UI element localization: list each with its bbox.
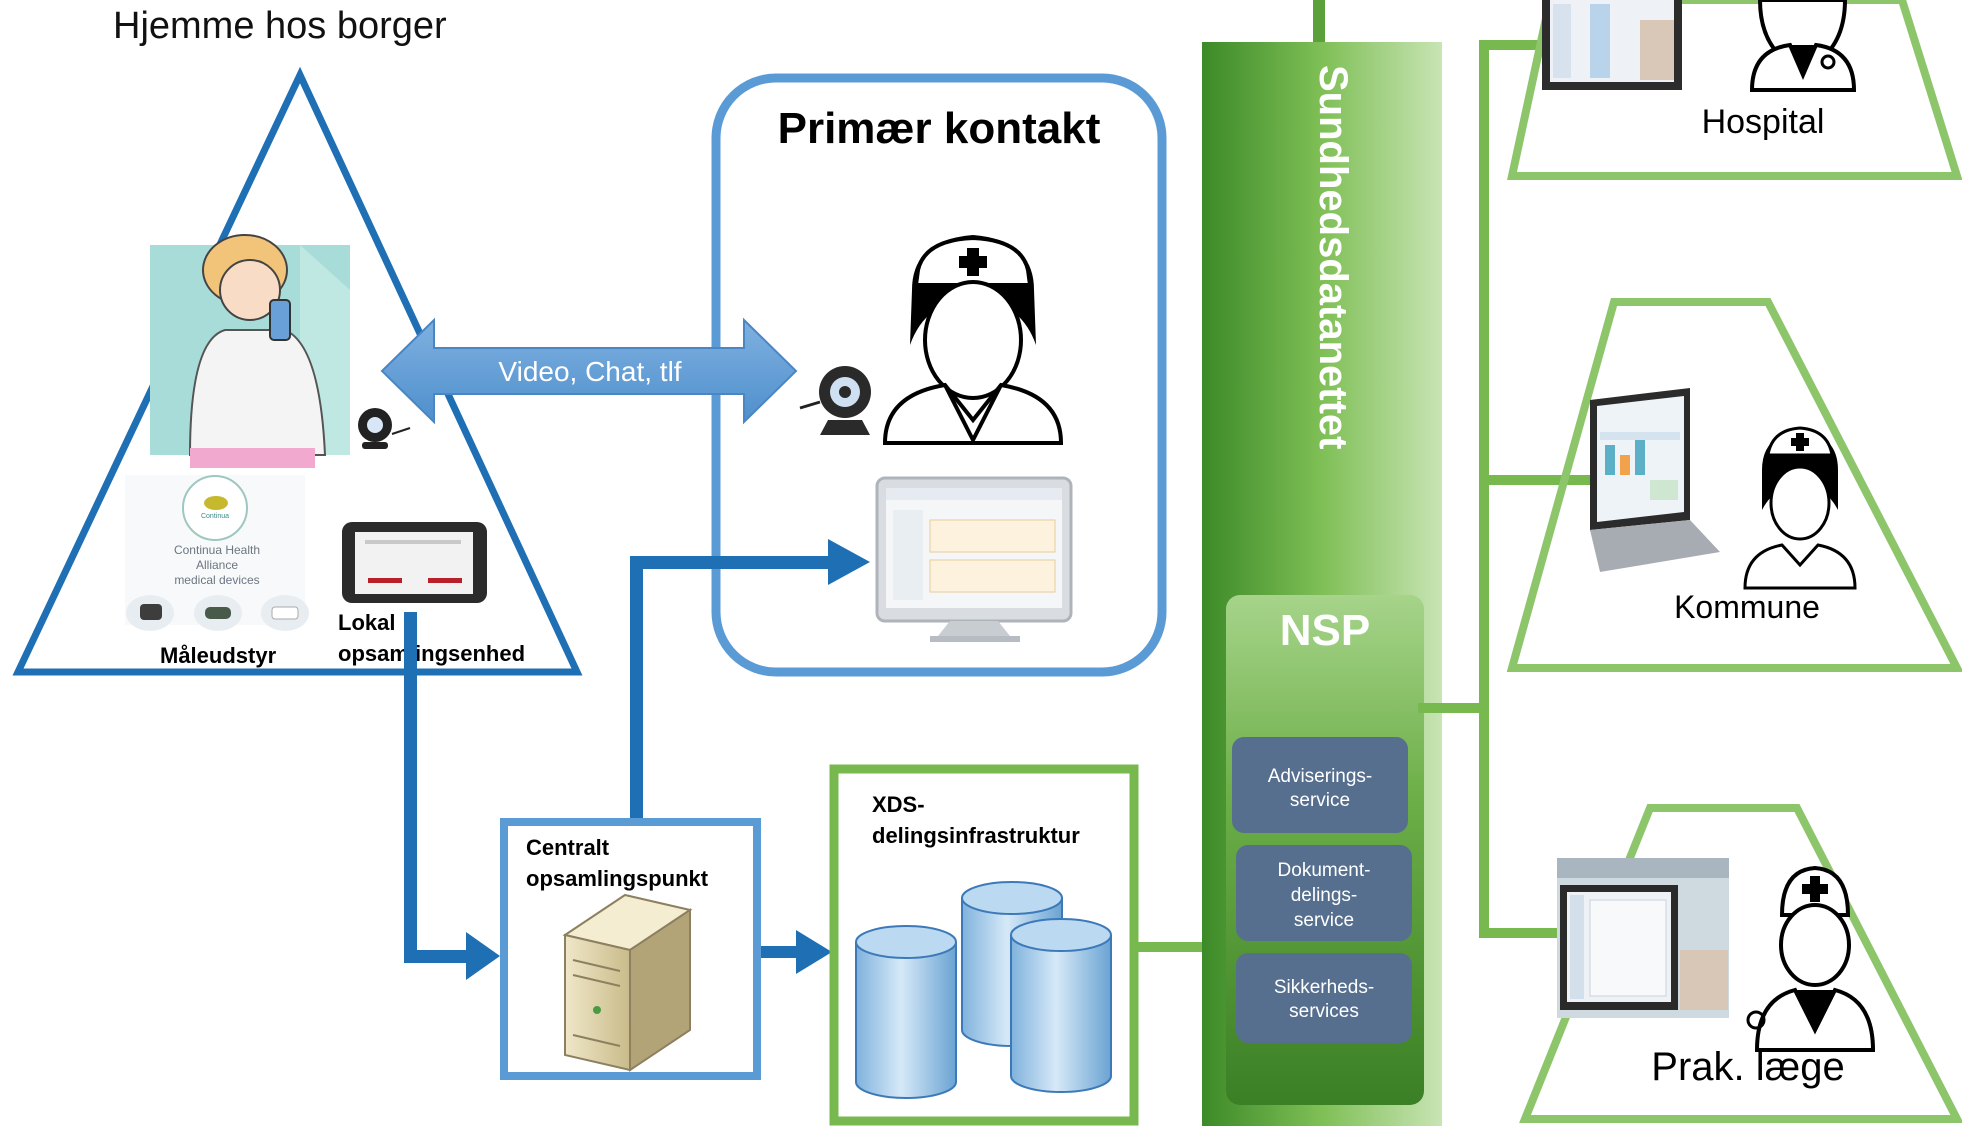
xds-line1: XDS- bbox=[872, 792, 925, 817]
continua-line1: Continua Health bbox=[174, 543, 260, 557]
network-top-connector bbox=[1313, 0, 1325, 44]
laptop-icon bbox=[1590, 388, 1720, 572]
doctor-icon bbox=[1749, 0, 1857, 92]
continua-logo-icon: Continua Continua Health Alliance medica… bbox=[125, 475, 309, 631]
webcam-icon bbox=[358, 408, 411, 449]
central-line2: opsamlingspunkt bbox=[526, 866, 709, 891]
service-3-line2: services bbox=[1289, 1001, 1359, 1022]
nsp-label: NSP bbox=[1280, 606, 1370, 655]
continua-line3: medical devices bbox=[174, 573, 259, 587]
doctor-icon bbox=[1746, 865, 1876, 1052]
nurse-icon bbox=[1743, 426, 1857, 590]
arrow-label: Video, Chat, tlf bbox=[498, 356, 681, 387]
continua-logo-text: Continua bbox=[201, 513, 229, 520]
webcam-icon bbox=[799, 366, 871, 435]
database-icon bbox=[855, 881, 1112, 1099]
service-3-line1: Sikkerheds- bbox=[1274, 977, 1374, 998]
central-line1: Centralt bbox=[526, 835, 610, 860]
primary-title: Primær kontakt bbox=[778, 104, 1101, 153]
laptop-icon bbox=[1542, 0, 1682, 90]
prak-label: Prak. læge bbox=[1651, 1045, 1844, 1089]
continua-line2: Alliance bbox=[196, 558, 238, 572]
service-1-line1: Adviserings- bbox=[1268, 766, 1373, 787]
monitor-icon bbox=[875, 476, 1073, 642]
hospital-triangle bbox=[1507, 0, 1962, 180]
local-label-2: opsamlingsenhed bbox=[338, 641, 525, 666]
patient-inhaler-icon bbox=[150, 234, 350, 468]
home-title: Hjemme hos borger bbox=[113, 5, 447, 47]
central-box bbox=[500, 818, 761, 1080]
service-1-line2: service bbox=[1290, 790, 1350, 811]
flow-arrows bbox=[404, 539, 870, 980]
xds-connector bbox=[1134, 942, 1202, 952]
kommune-label: Kommune bbox=[1674, 589, 1820, 625]
server-icon bbox=[562, 893, 693, 1072]
nsp-service-adviserings: Adviserings- service bbox=[1232, 737, 1408, 833]
service-2-line2: delings- bbox=[1291, 885, 1358, 906]
service-2-line3: service bbox=[1294, 910, 1354, 931]
kommune-triangle bbox=[1506, 298, 1962, 672]
hospital-label: Hospital bbox=[1702, 103, 1825, 141]
laptop-icon bbox=[1557, 858, 1729, 1018]
site-connectors bbox=[1418, 40, 1594, 938]
tablet-icon bbox=[342, 522, 487, 603]
nsp-service-sikkerheds: Sikkerheds- services bbox=[1236, 953, 1412, 1043]
service-2-line1: Dokument- bbox=[1278, 860, 1371, 881]
measure-label: Måleudstyr bbox=[160, 643, 277, 668]
local-label-1: Lokal bbox=[338, 610, 395, 635]
video-chat-arrow bbox=[380, 317, 798, 425]
nsp-service-dokumentdelings: Dokument- delings- service bbox=[1236, 845, 1412, 941]
xds-line2: delingsinfrastruktur bbox=[872, 823, 1080, 848]
nurse-icon bbox=[882, 235, 1064, 445]
network-label: Sundhedsdatanettet bbox=[1311, 65, 1355, 449]
